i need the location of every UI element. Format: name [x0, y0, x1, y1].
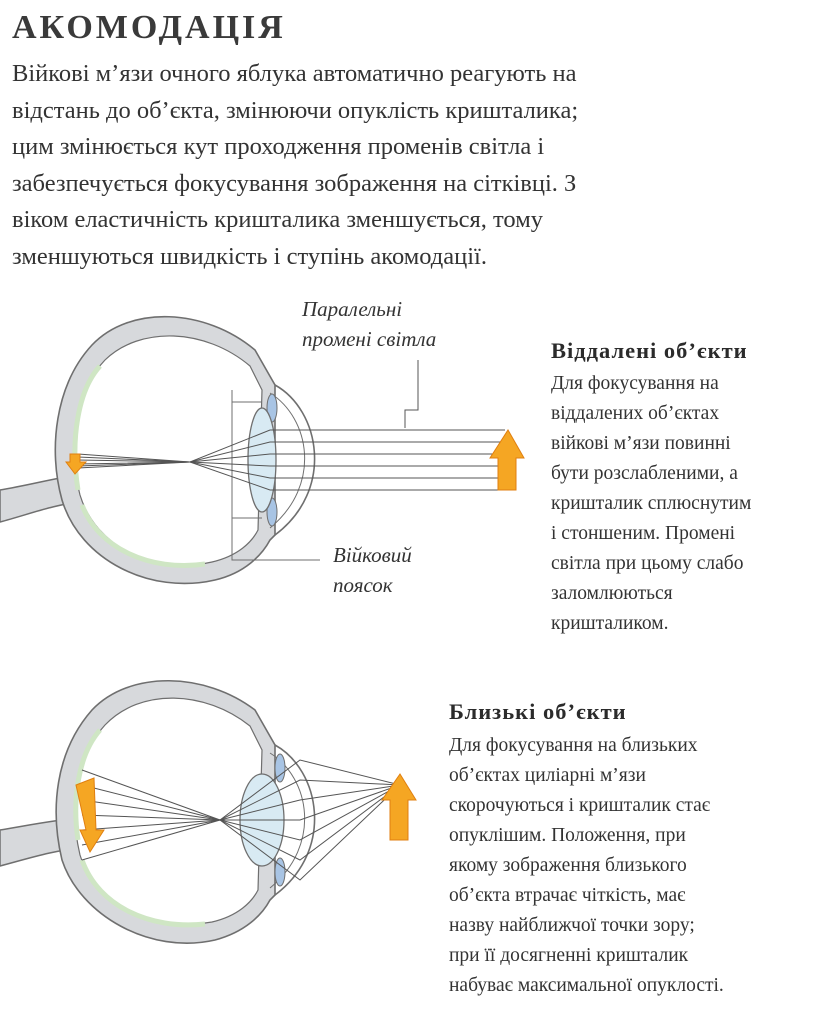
- image-arrow: [65, 453, 88, 475]
- eye-diagram-near: [0, 679, 417, 944]
- cornea: [274, 744, 316, 896]
- zonule-lines: [231, 390, 320, 561]
- distant-objects-heading: Віддалені об’єкти: [551, 338, 748, 363]
- label-ciliary-zonule: Війковий поясок: [333, 543, 412, 597]
- text-line: при її досягненні кришталик: [449, 945, 689, 966]
- intro-paragraph: Війкові м’язи очного яблука автоматично …: [12, 56, 802, 275]
- lens: [247, 407, 277, 513]
- image-arrow: [75, 777, 105, 854]
- text-line: світла при цьому слабо: [551, 553, 744, 574]
- ciliary-muscle-lower: [274, 857, 286, 887]
- intro-line: цим змінюється кут проходження променів …: [12, 133, 545, 160]
- text-line: скорочуються і кришталик стає: [449, 795, 711, 816]
- retina-lower: [79, 504, 206, 568]
- intro-line: відстань до об’єкта, змінюючи опуклість …: [12, 96, 579, 124]
- text-line: заломлюються: [551, 583, 673, 604]
- near-objects-heading: Близькі об’єкти: [449, 699, 627, 724]
- retina-lower: [79, 859, 206, 928]
- text-line: кришталик сплюснутим: [551, 493, 752, 514]
- text-line: і стоншеним. Промені: [551, 523, 736, 544]
- text-line: бути розслабленими, а: [551, 463, 738, 484]
- text-line: Для фокусування на: [551, 373, 719, 394]
- page-title: АКОМОДАЦІЯ: [12, 9, 286, 46]
- text-line: Для фокусування на близьких: [449, 735, 698, 756]
- text-line: якому зображення близького: [449, 855, 687, 876]
- text-line: назву найближчої точки зору;: [449, 915, 695, 936]
- near-objects-text: Для фокусування на близьких об’єктах цил…: [449, 731, 801, 1001]
- rays-leader: [404, 360, 419, 428]
- text-line: війкові м’язи повинні: [551, 433, 731, 454]
- eye-diagram-distant: [0, 315, 525, 585]
- vitreous: [74, 697, 263, 925]
- intro-line: забезпечується фокусування зображення на…: [12, 169, 577, 197]
- object-arrow: [489, 429, 525, 491]
- light-rays: [81, 759, 401, 881]
- text-line: набуває максимальної опуклості.: [449, 975, 724, 996]
- label-parallel-rays: Паралельні промені світла: [302, 297, 437, 351]
- intro-line: Війкові м’язи очного яблука автоматично …: [12, 60, 577, 87]
- object-arrow: [381, 773, 417, 841]
- ciliary-muscle-upper: [274, 753, 286, 783]
- text-line: опуклішим. Положення, при: [449, 825, 686, 846]
- intro-line: зменшуються швидкість і ступінь акомодац…: [12, 242, 487, 270]
- text-line: віддалених об’єктах: [551, 403, 720, 424]
- text-line: об’єкта втрачає чіткість, має: [449, 885, 686, 906]
- light-rays: [77, 429, 505, 491]
- cornea: [274, 384, 316, 536]
- text-line: кришталиком.: [551, 613, 669, 634]
- distant-objects-text: Для фокусування на віддалених об’єктах в…: [551, 369, 806, 639]
- retina: [73, 728, 102, 841]
- intro-line: віком еластичність кришталика зменшуєтьс…: [12, 206, 543, 233]
- text-line: об’єктах циліарні м’язи: [449, 765, 646, 786]
